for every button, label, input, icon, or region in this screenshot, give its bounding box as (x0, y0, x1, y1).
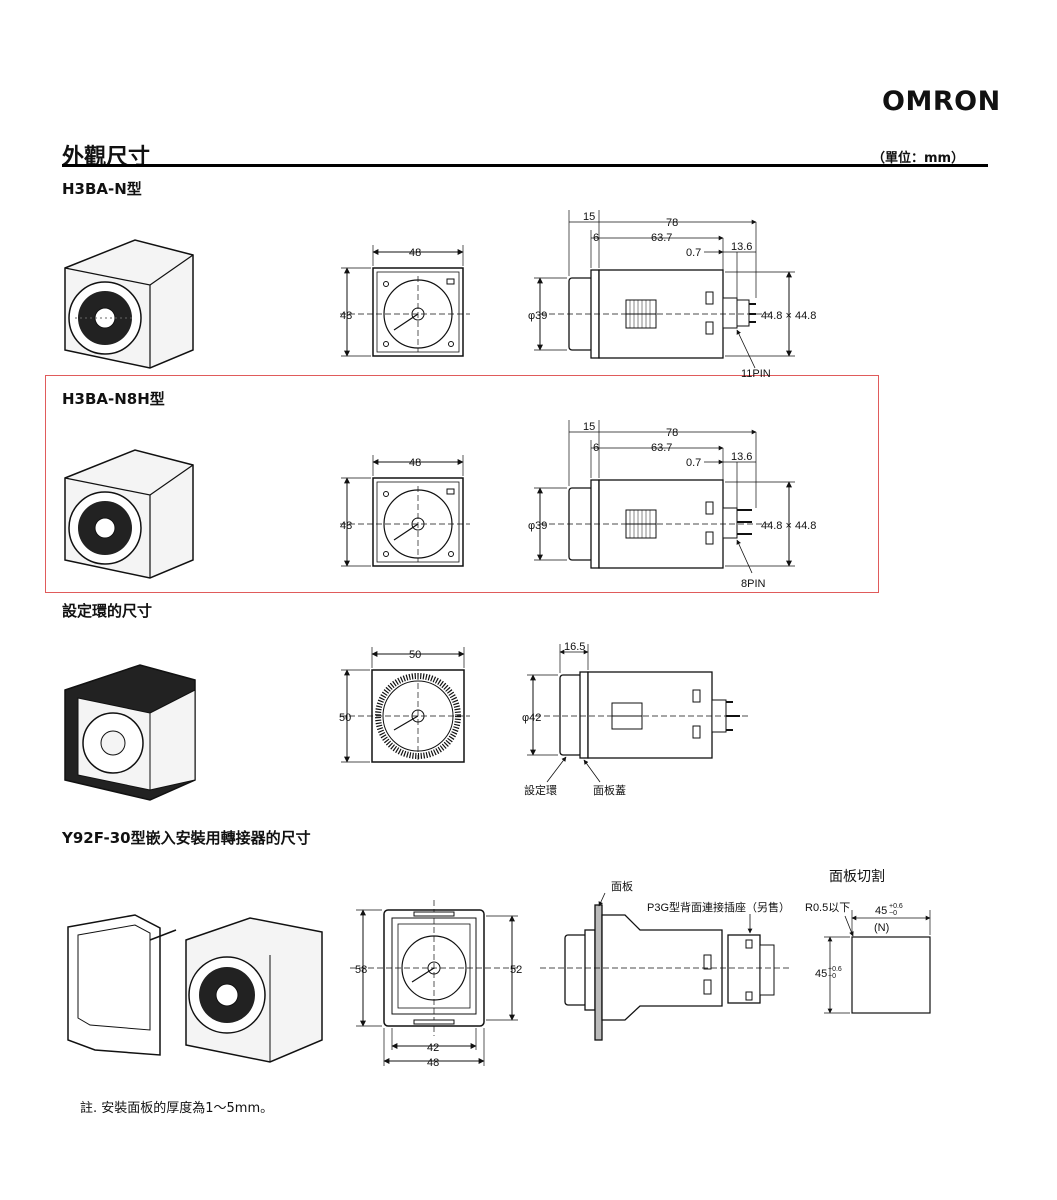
tol-plus-width: +0.6 (889, 903, 903, 910)
highlight-box (45, 375, 879, 593)
dim-s1-136: 13.6 (731, 241, 752, 253)
dim-s2-15: 15 (583, 421, 595, 433)
side-view-h3ba-n8h (534, 420, 795, 574)
dim-s2-front-width: 48 (409, 457, 421, 469)
dim-s1-6: 6 (593, 232, 599, 244)
dim-s3-front-height: 50 (339, 712, 351, 724)
tol-plus-height: +0.6 (828, 966, 842, 973)
label-n: (N) (874, 922, 889, 934)
tol-minus-height: −0 (828, 973, 836, 980)
dim-s3-165: 16.5 (564, 641, 585, 653)
label-radius: R0.5以下 (805, 902, 850, 914)
dim-s1-07: 0.7 (686, 247, 701, 259)
label-setting-ring: 設定環 (524, 783, 557, 797)
dim-s4-48: 48 (427, 1057, 439, 1069)
product-photo-h3ba-n (64, 239, 194, 369)
dim-s2-448: 44.8 × 44.8 (761, 520, 816, 532)
dim-s2-6: 6 (593, 442, 599, 454)
dim-s2-637: 63.7 (651, 442, 672, 454)
title-rule (62, 164, 988, 167)
footnote: 註. 安裝面板的厚度為1～5mm。 (80, 1101, 274, 1116)
dim-s2-pins: 8PIN (741, 578, 766, 590)
section-title-h3ba-n: H3BA-N型 (62, 180, 142, 198)
dim-s3-dia: φ42 (522, 712, 541, 724)
front-view-setting-ring (340, 647, 470, 763)
side-view-adapter-with-socket (540, 892, 790, 1041)
dim-s1-637: 63.7 (651, 232, 672, 244)
label-p3g-socket: P3G型背面連接插座（另售） (647, 900, 790, 914)
product-photo-h3ba-n8h (64, 449, 194, 579)
dim-s1-pins: 11PIN (741, 368, 771, 380)
dim-s1-15: 15 (583, 211, 595, 223)
dim-s1-front-width: 48 (409, 247, 421, 259)
dim-s3-front-width: 50 (409, 649, 421, 661)
dim-s2-78: 78 (666, 427, 678, 439)
unit-note: （單位：mm） (872, 151, 965, 166)
dim-s2-dia: φ39 (528, 520, 547, 532)
dim-s4-58: 58 (355, 964, 367, 976)
dim-s1-dia: φ39 (528, 310, 547, 322)
product-photo-setting-ring (64, 664, 196, 801)
cutout-title: 面板切割 (829, 868, 885, 884)
dim-s2-front-height: 48 (340, 520, 352, 532)
panel-cutout-diagram (824, 910, 931, 1014)
tol-minus-width: −0 (889, 910, 897, 917)
side-view-h3ba-n (534, 210, 795, 369)
front-view-h3ba-n (340, 245, 470, 357)
front-view-adapter (350, 900, 520, 1066)
dim-s2-07: 0.7 (686, 457, 701, 469)
label-panel: 面板 (611, 879, 633, 893)
dim-s4-42: 42 (427, 1042, 439, 1054)
omron-logo: OMRON (882, 86, 1001, 117)
dim-s1-448: 44.8 × 44.8 (761, 310, 816, 322)
dim-cut-height: 45 (815, 968, 827, 980)
dim-s1-78: 78 (666, 217, 678, 229)
section-title-h3ba-n8h: H3BA-N8H型 (62, 390, 165, 408)
dim-cut-width: 45 (875, 905, 887, 917)
label-panel-cover: 面板蓋 (593, 783, 626, 797)
dim-s2-136: 13.6 (731, 451, 752, 463)
dim-s4-52: 52 (510, 964, 522, 976)
side-view-setting-ring (527, 644, 750, 783)
dim-s1-front-height: 48 (340, 310, 352, 322)
product-photo-adapter-frame (67, 914, 177, 1056)
section-title-setting-ring: 設定環的尺寸 (62, 602, 153, 620)
section-title-y92f-30: Y92F-30型嵌入安裝用轉接器的尺寸 (62, 829, 311, 847)
product-photo-adapter-mounted (185, 917, 323, 1063)
front-view-h3ba-n8h (340, 455, 470, 567)
